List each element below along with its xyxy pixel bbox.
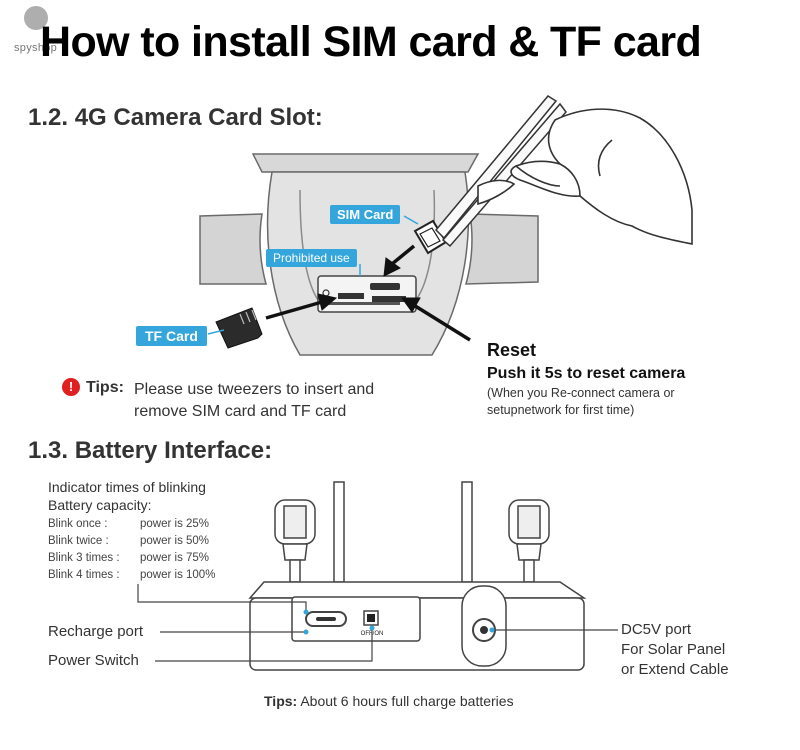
blink-row-label: Blink 3 times : — [48, 552, 120, 564]
bottom-tips-text: About 6 hours full charge batteries — [300, 693, 514, 709]
tf-card-chip — [215, 307, 263, 349]
blink-row-label: Blink 4 times : — [48, 569, 120, 581]
blink-row-value: power is 100% — [140, 569, 216, 581]
reset-note: (When you Re-connect camera or setupnetw… — [487, 386, 675, 417]
blink-row-value: power is 75% — [140, 552, 210, 564]
slot-leader-lines — [207, 215, 419, 335]
connector-dots — [303, 609, 495, 635]
blink-row-label: Blink twice : — [48, 535, 109, 547]
blink-row-value: power is 25% — [140, 518, 210, 530]
dc-port-title: DC5V port — [621, 621, 692, 638]
tips-label: Tips: — [86, 379, 124, 396]
dc-port-detail-1: For Solar Panel — [621, 641, 726, 658]
card-slot-panel — [317, 275, 417, 313]
hand-illustration — [477, 108, 693, 245]
blink-row: Blink 3 times : power is 75% — [48, 552, 209, 564]
blink-header: Indicator times of blinking Battery capa… — [48, 479, 206, 513]
tips-text: Please use tweezers to insert and remove… — [134, 381, 375, 420]
page-title: How to install SIM card & TF card — [40, 18, 702, 66]
tweezers-illustration — [434, 95, 567, 248]
blink-row: Blink once : power is 25% — [48, 518, 209, 530]
bottom-tips: Tips: About 6 hours full charge batterie… — [264, 693, 514, 709]
insertion-arrows — [265, 244, 471, 342]
power-switch-label: Power Switch — [48, 652, 139, 669]
section-heading-battery: 1.3. Battery Interface: — [28, 437, 273, 464]
sim-card-label: SIM Card — [330, 205, 401, 224]
tf-card-label: TF Card — [136, 326, 207, 346]
reset-title: Reset — [487, 340, 537, 360]
exclamation-icon: ! — [62, 378, 80, 396]
reset-instruction: Push it 5s to reset camera — [487, 365, 686, 382]
dc-port-label: DC5V port For Solar Panel or Extend Cabl… — [621, 620, 791, 680]
blink-row-label: Blink once : — [48, 518, 108, 530]
dc-port-detail-2: or Extend Cable — [621, 661, 729, 678]
watermark-logo-icon — [24, 6, 48, 30]
watermark-text: spyshop — [14, 42, 58, 54]
blink-row: Blink twice : power is 50% — [48, 535, 209, 547]
bottom-tips-label: Tips: — [264, 693, 298, 709]
blink-row: Blink 4 times : power is 100% — [48, 569, 215, 581]
battery-leader-lines — [137, 584, 618, 662]
battery-camera-illustration — [248, 481, 587, 671]
section-heading-card-slot: 1.2. 4G Camera Card Slot: — [28, 104, 323, 131]
blink-row-value: power is 50% — [140, 535, 210, 547]
prohibited-use-label: Prohibited use — [266, 249, 357, 267]
recharge-port-label: Recharge port — [48, 623, 144, 640]
